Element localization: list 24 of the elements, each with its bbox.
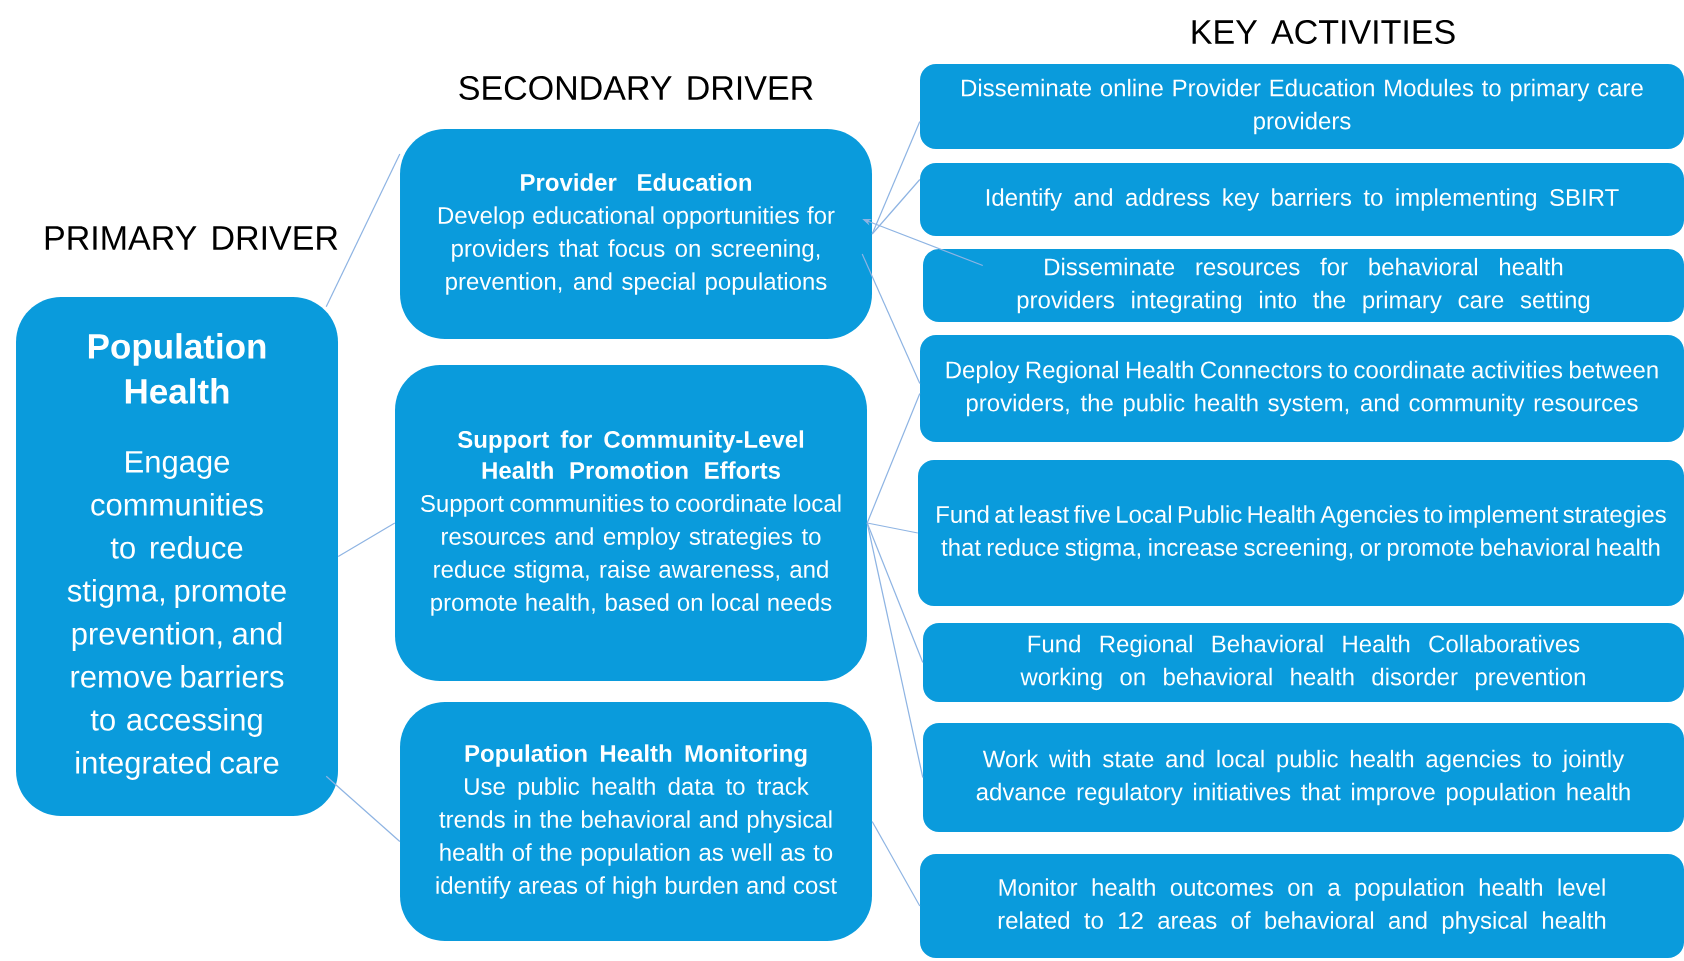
activity-box: Disseminate resources for behavioral health providers integrating into the primary care setting [923, 249, 1684, 322]
activity-box: Disseminate online Provider Education Modules to primary care providers [920, 64, 1684, 149]
connector-line [325, 775, 401, 843]
driver-box: Support for Community-Level Health Promotion Efforts Support communities to coordinate local resources and employ strategies to reduce stigma, raise awareness, and promote health, based on local needs [395, 365, 867, 681]
column-heading: PRIMARY DRIVER [45, 226, 338, 250]
activity-box: Monitor health outcomes on a population health level related to 12 areas of behavioral and physical health [920, 854, 1684, 958]
driver-box: Population Health Engage communities to reduce stigma, promote prevention, and remove barriers to accessing integrated care [16, 297, 338, 816]
activity-box: Fund Regional Behavioral Health Collaboratives working on behavioral health disorder prevention [923, 623, 1684, 702]
activity-box: Work with state and local public health agencies to jointly advance regulatory initiatives that improve population health [923, 723, 1684, 832]
connector-line [866, 522, 924, 779]
activity-box: Deploy Regional Health Connectors to coordinate activities between providers, the public health system, and community resources [920, 335, 1684, 442]
connector-line [871, 120, 921, 235]
connector-line [871, 178, 921, 235]
connector-line [866, 522, 924, 664]
driver-box: Provider Education Develop educational opportunities for providers that focus on screening, prevention, and special populations [400, 129, 872, 339]
activity-box: Identify and address key barriers to implementing SBIRT [920, 163, 1684, 236]
connector-line [866, 392, 921, 524]
connector-line [871, 820, 921, 907]
connector-line [325, 153, 401, 308]
driver-box: Population Health Monitoring Use public health data to track trends in the behavioral and physical health of the population as well as to identify areas of high burden and cost [400, 702, 872, 941]
connector-line [866, 522, 919, 534]
activity-box: Fund at least five Local Public Health Agencies to implement strategies that reduce stigma, increase screening, or promote behavioral health [918, 460, 1684, 606]
connector-line [337, 522, 396, 558]
connector-line [861, 253, 921, 385]
